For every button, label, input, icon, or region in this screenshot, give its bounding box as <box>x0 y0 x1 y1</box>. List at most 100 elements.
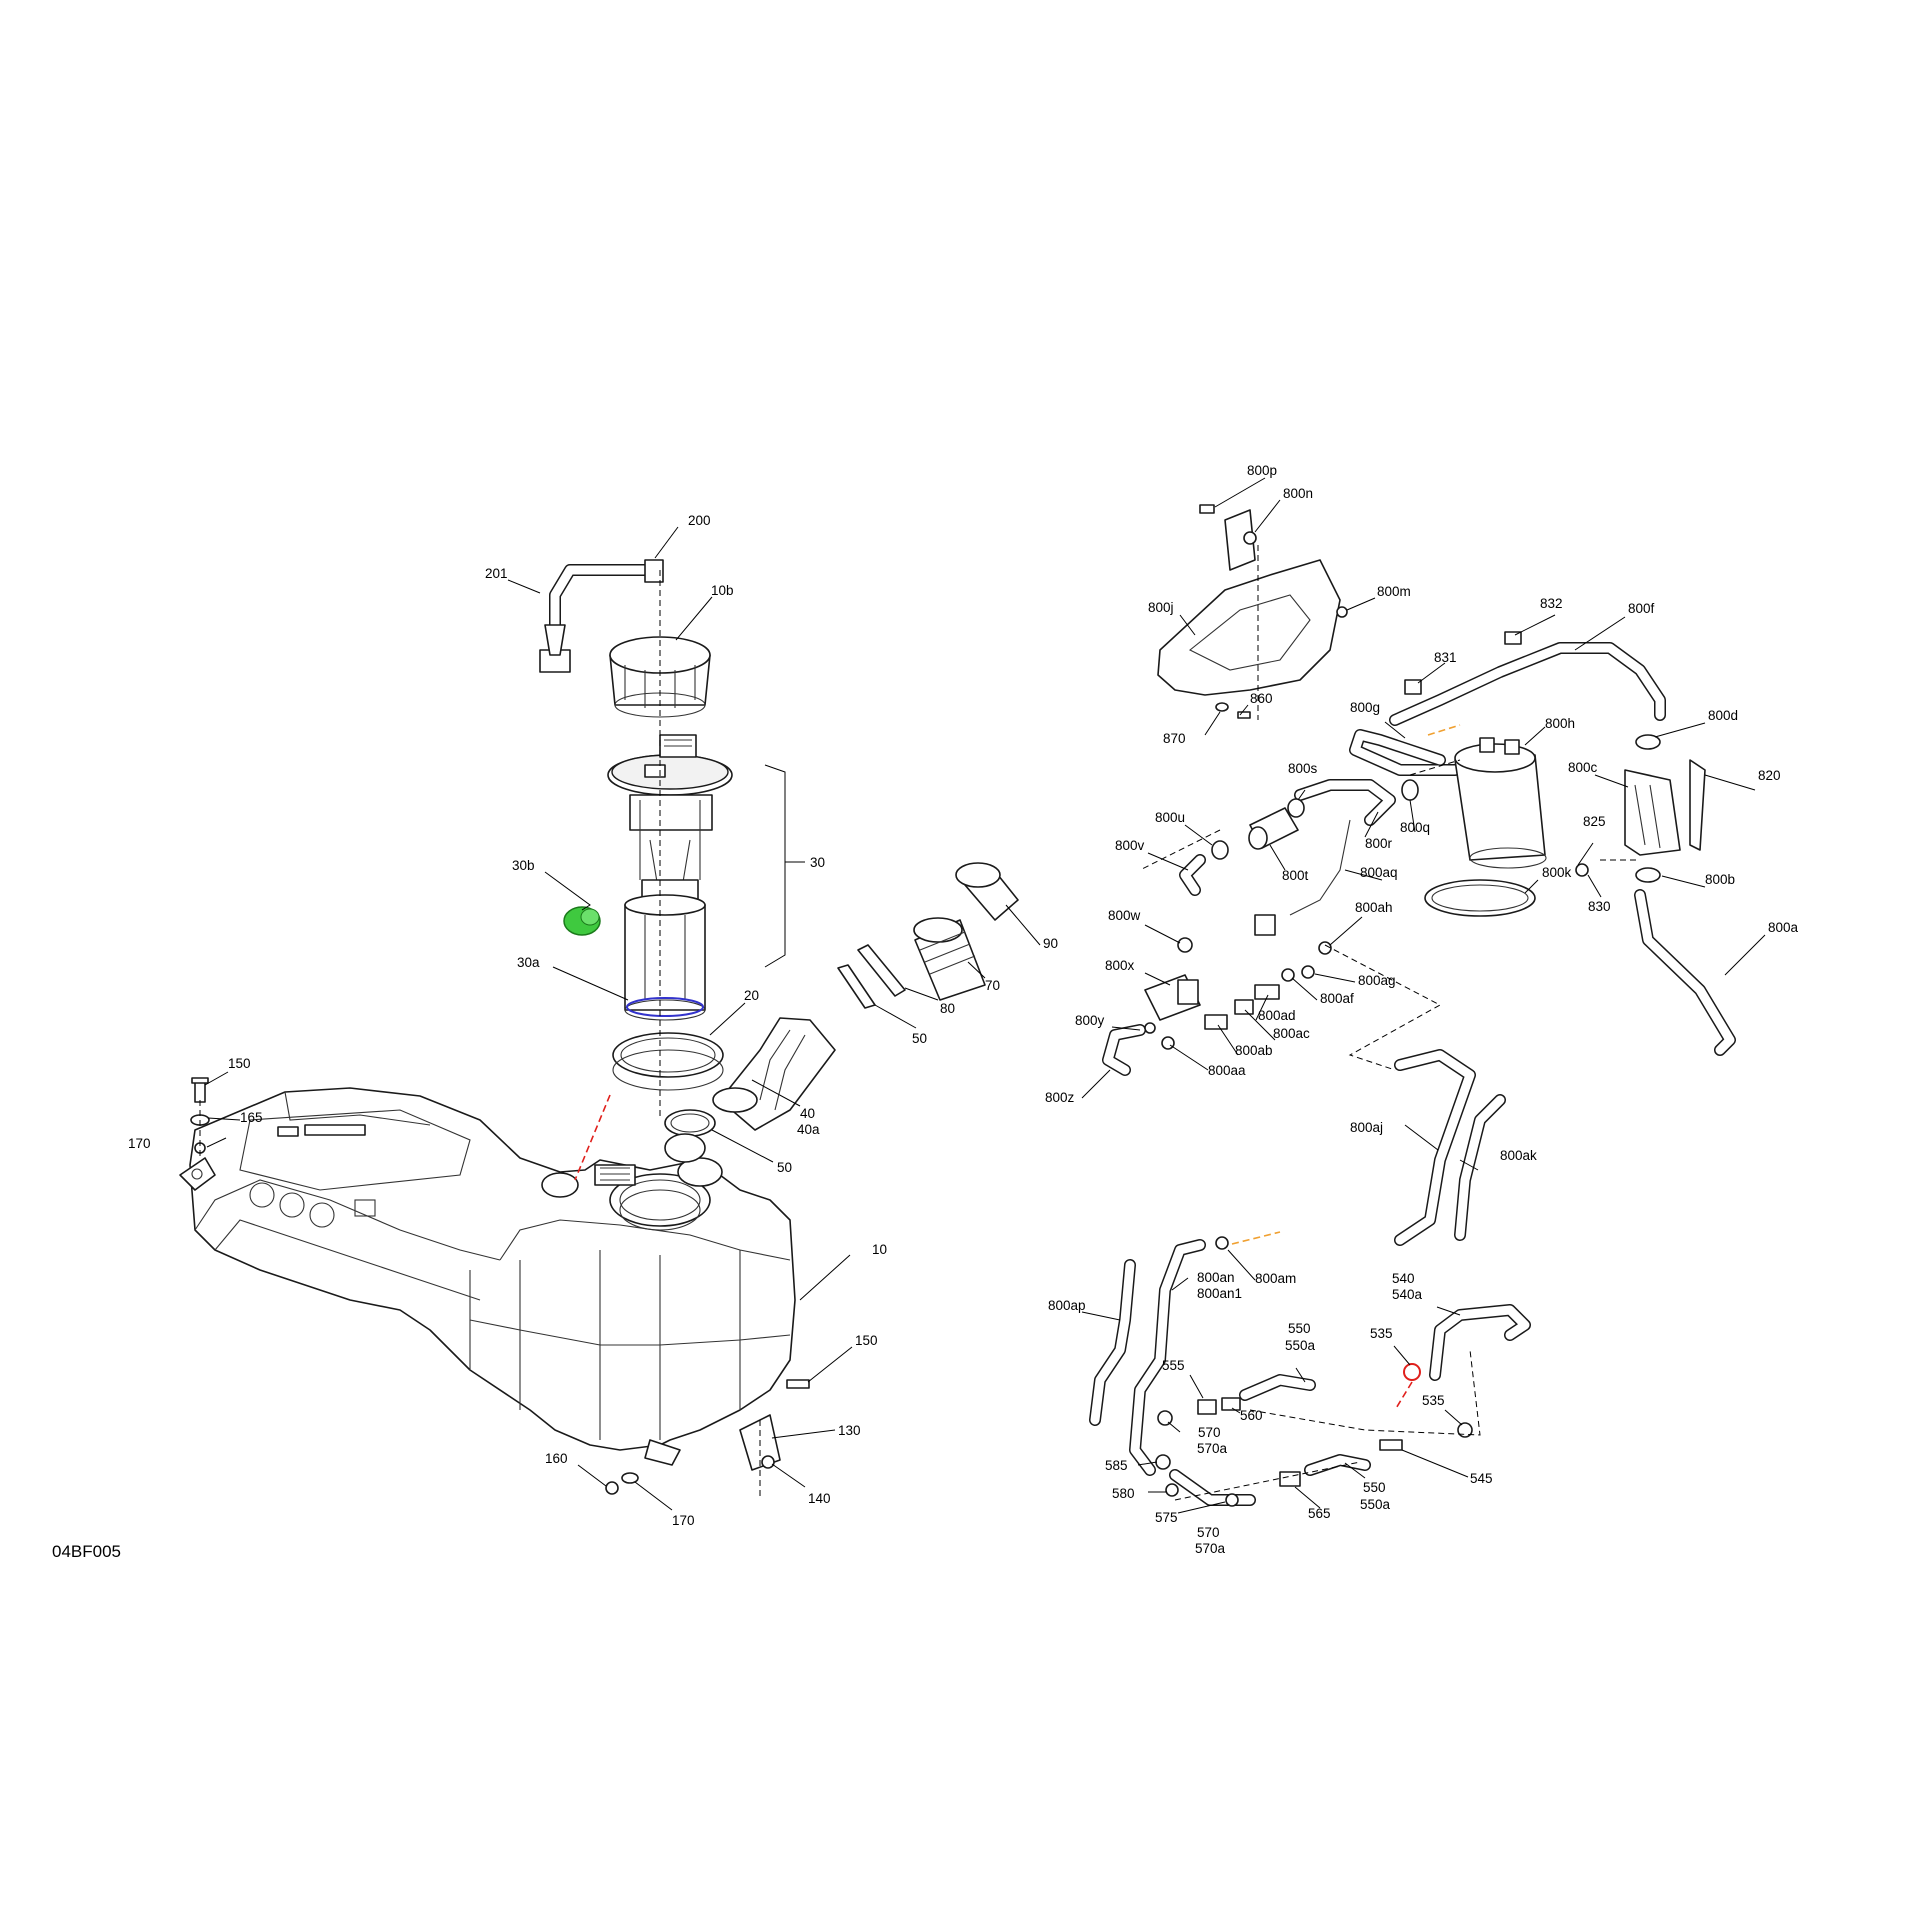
nut-160 <box>605 1481 619 1495</box>
hose-800a <box>1634 889 1736 1056</box>
sensor-800aq <box>1254 914 1276 936</box>
callout-800ab: 800ab <box>1235 1043 1273 1058</box>
fitting-565 <box>1279 1471 1301 1487</box>
callout-201: 201 <box>485 566 508 581</box>
filler-clamp-upper <box>664 1109 716 1137</box>
callout-870: 870 <box>1163 731 1186 746</box>
callout-800y: 800y <box>1075 1013 1105 1028</box>
fitting-580 <box>1165 1483 1179 1497</box>
callout-800n: 800n <box>1283 486 1313 501</box>
clamp-800z <box>1144 1022 1156 1034</box>
callout-30b: 30b <box>512 858 535 873</box>
callout-800r: 800r <box>1365 836 1393 851</box>
bracket-800j <box>1157 509 1341 696</box>
clamp-800u <box>1211 840 1229 860</box>
hose-800aj <box>1394 1049 1476 1246</box>
callout-170-upper: 170 <box>128 1136 151 1151</box>
clamp-800s <box>1287 798 1305 818</box>
callout-800g: 800g <box>1350 700 1380 715</box>
callout-50-right: 50 <box>912 1031 927 1046</box>
callout-800w: 800w <box>1108 908 1141 923</box>
filler-bracket <box>837 944 906 1009</box>
hose-800v <box>1179 854 1206 896</box>
callout-800p: 800p <box>1247 463 1277 478</box>
callout-585: 585 <box>1105 1458 1128 1473</box>
callout-800t: 800t <box>1282 868 1309 883</box>
callout-80: 80 <box>940 1001 955 1016</box>
callout-560: 560 <box>1240 1408 1263 1423</box>
callout-800z: 800z <box>1045 1090 1075 1105</box>
callout-535-upper: 535 <box>1370 1326 1393 1341</box>
callout-165: 165 <box>240 1110 263 1125</box>
callout-800an: 800an <box>1197 1270 1235 1285</box>
hose-800r <box>1294 779 1396 826</box>
washer-870 <box>1215 702 1229 712</box>
callout-140: 140 <box>808 1491 831 1506</box>
callout-570a-lower: 570a <box>1195 1541 1226 1556</box>
pump-fuel-hose <box>539 559 664 673</box>
hose-540 <box>1429 1304 1531 1381</box>
callout-800ak: 800ak <box>1500 1148 1537 1163</box>
hose-800y <box>1102 1024 1146 1076</box>
callout-150-lower: 150 <box>855 1333 878 1348</box>
callout-30: 30 <box>810 855 825 870</box>
callout-820: 820 <box>1758 768 1781 783</box>
nut-140 <box>761 1455 775 1469</box>
callout-550-lower: 550 <box>1363 1480 1386 1495</box>
callout-800ag: 800ag <box>1358 973 1396 988</box>
bracket-820 <box>1689 759 1706 851</box>
callout-540: 540 <box>1392 1271 1415 1286</box>
hose-800ak <box>1454 1094 1506 1241</box>
callout-40: 40 <box>800 1106 815 1121</box>
vent-hose-800f <box>1389 642 1666 726</box>
callout-800aa: 800aa <box>1208 1063 1246 1078</box>
clamp-800aa <box>1161 1036 1175 1050</box>
clamp-800af <box>1281 968 1295 982</box>
callout-540a: 540a <box>1392 1287 1423 1302</box>
fitting-570-upper <box>1157 1410 1173 1426</box>
callout-800c: 800c <box>1568 760 1598 775</box>
callout-800aj: 800aj <box>1350 1120 1383 1135</box>
bolt-800p <box>1199 504 1215 514</box>
callout-800v: 800v <box>1115 838 1145 853</box>
canister-strap <box>1424 879 1536 917</box>
callout-565: 565 <box>1308 1506 1331 1521</box>
hose-800an <box>1129 1239 1206 1476</box>
callout-800b: 800b <box>1705 872 1735 887</box>
fuel-cap <box>955 862 1019 921</box>
callout-800ad: 800ad <box>1258 1008 1296 1023</box>
fitting-545 <box>1379 1439 1403 1451</box>
fitting-800ab <box>1204 1014 1228 1030</box>
clip-800m <box>1336 606 1348 618</box>
callout-800m: 800m <box>1377 584 1411 599</box>
callout-860: 860 <box>1250 691 1273 706</box>
callout-831: 831 <box>1434 650 1457 665</box>
diagram-reference-code: 04BF005 <box>52 1542 121 1561</box>
callout-830: 830 <box>1588 899 1611 914</box>
evap-canister <box>1454 737 1547 869</box>
callout-10b: 10b <box>711 583 734 598</box>
callout-555: 555 <box>1162 1358 1185 1373</box>
callout-550a-lower: 550a <box>1360 1497 1391 1512</box>
callout-825: 825 <box>1583 814 1606 829</box>
callout-570-upper: 570 <box>1198 1425 1221 1440</box>
callout-800h: 800h <box>1545 716 1575 731</box>
fitting-570-lower <box>1225 1493 1239 1507</box>
clamp-800ah <box>1318 941 1332 955</box>
bolt-150-upper <box>191 1077 209 1103</box>
callout-130: 130 <box>838 1423 861 1438</box>
clamp-535-upper <box>1403 1363 1421 1381</box>
fuel-pump-seal-30a <box>626 997 704 1017</box>
callout-800u: 800u <box>1155 810 1185 825</box>
callout-800x: 800x <box>1105 958 1135 973</box>
clip-832 <box>1504 631 1522 645</box>
clamp-800w <box>1177 937 1193 953</box>
callout-170-lower: 170 <box>672 1513 695 1528</box>
callout-580: 580 <box>1112 1486 1135 1501</box>
clip-831 <box>1404 679 1422 695</box>
callout-160: 160 <box>545 1451 568 1466</box>
fitting-800ac <box>1234 999 1254 1015</box>
washer-170-lower <box>621 1472 639 1484</box>
nut-830 <box>1575 863 1589 877</box>
